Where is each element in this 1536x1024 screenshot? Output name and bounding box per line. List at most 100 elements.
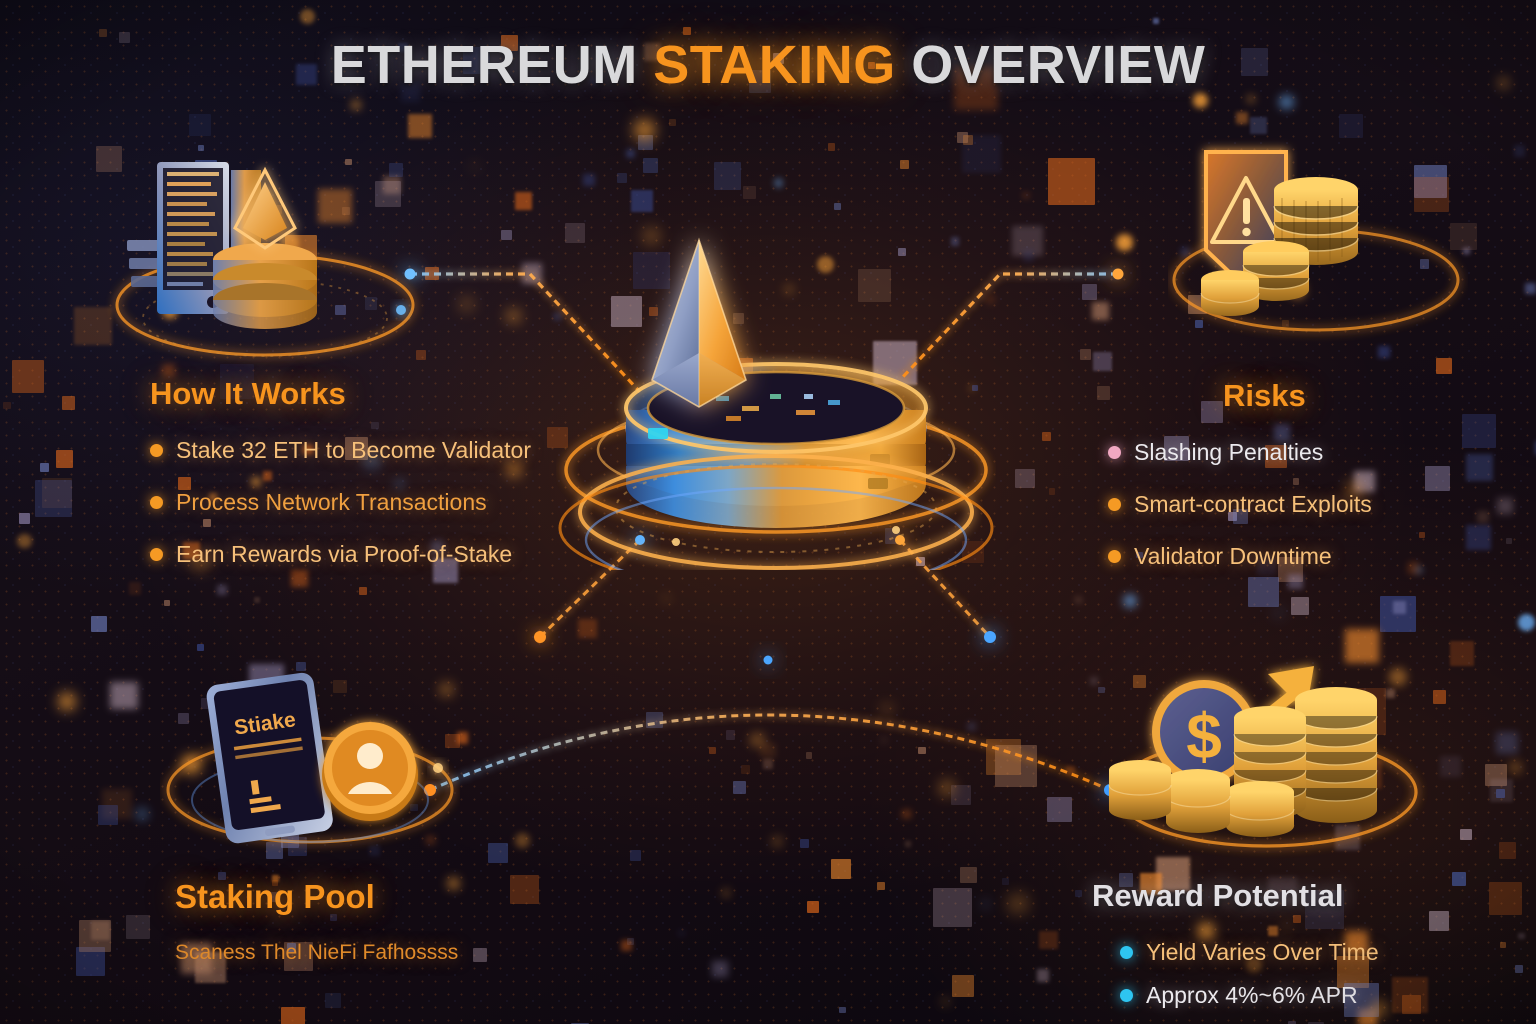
background-square: [839, 1006, 846, 1014]
background-square: [830, 859, 851, 880]
background-square: [325, 992, 341, 1009]
background-square: [408, 114, 433, 139]
background-square: [35, 480, 73, 518]
background-square: [1002, 878, 1009, 885]
bullet-text: Stake 32 ETH to Become Validator: [176, 436, 531, 463]
bullet-text: Slashing Penalties: [1134, 438, 1324, 465]
background-square: [79, 920, 111, 952]
background-square: [950, 784, 972, 806]
background-square: [98, 805, 118, 825]
background-glow-dot: [773, 837, 781, 846]
background-square: [501, 229, 512, 241]
background-glow-dot: [515, 833, 530, 848]
bullet-text: Earn Rewards via Proof-of-Stake: [176, 541, 513, 568]
background-square: [1461, 413, 1497, 449]
background-glow-dot: [1275, 609, 1281, 615]
heading-how-it-works: How It Works: [150, 376, 346, 411]
background-square: [1496, 788, 1506, 798]
center-hub-illustration: [558, 237, 994, 570]
background-square: [1514, 965, 1523, 974]
background-square: [359, 586, 368, 595]
background-square: [1039, 930, 1058, 950]
bullet-text: Yield Varies Over Time: [1146, 938, 1379, 965]
background-square: [61, 395, 76, 410]
bullet-dot-icon: [1120, 945, 1133, 959]
background-square: [1065, 766, 1076, 776]
background-square: [1495, 731, 1518, 754]
bullet-item: Smart-contract Exploits: [1108, 491, 1372, 517]
panel-risks: Risks Slashing Penalties Smart-contract …: [1108, 379, 1372, 570]
background-square: [578, 619, 598, 639]
background-square: [39, 463, 49, 473]
background-square: [646, 711, 663, 728]
background-square: [1428, 910, 1450, 931]
heading-staking-pool: Staking Pool: [175, 878, 375, 915]
background-square: [994, 745, 1037, 788]
background-square: [1497, 498, 1514, 514]
background-square: [733, 781, 746, 794]
background-square: [951, 975, 975, 998]
bullet-dot-icon: [150, 495, 163, 509]
background-square: [1014, 468, 1035, 489]
background-square: [1524, 283, 1536, 295]
background-square: [805, 752, 812, 759]
background-square: [280, 1006, 305, 1024]
bullet-item: Earn Rewards via Proof-of-Stake: [150, 541, 531, 568]
background-square: [1432, 690, 1447, 704]
background-square: [725, 729, 736, 740]
background-glow-dot: [1517, 613, 1535, 631]
background-square: [473, 948, 488, 963]
bullet-item: Stake 32 ETH to Become Validator: [150, 436, 531, 463]
background-square: [800, 838, 810, 848]
background-glow-dot: [1416, 566, 1423, 573]
background-square: [1489, 882, 1523, 916]
bullet-item: Slashing Penalties: [1108, 438, 1372, 465]
background-square: [1022, 191, 1030, 199]
background-square: [521, 263, 543, 284]
background-square: [682, 26, 691, 35]
background-square: [1048, 157, 1096, 205]
background-square: [932, 887, 972, 927]
panel-reward-potential: Reward Potential Yield Varies Over Time …: [1092, 879, 1379, 1008]
background-square: [741, 765, 750, 774]
background-square: [110, 681, 139, 710]
bullet-item: Yield Varies Over Time: [1120, 938, 1379, 965]
background-square: [1022, 250, 1035, 262]
dollar-coin-growth-arrow-icon: $: [1108, 666, 1418, 848]
background-glow-dot: [134, 806, 149, 821]
background-square: [966, 722, 976, 732]
background-square: [1098, 686, 1105, 694]
background-square: [3, 401, 11, 410]
title-part-1: ETHEREUM: [330, 35, 654, 95]
background-square: [1505, 537, 1513, 544]
background-square: [56, 450, 74, 468]
background-square: [509, 874, 539, 904]
background-square: [762, 758, 773, 769]
background-square: [1081, 284, 1098, 300]
title-part-2: OVERVIEW: [895, 35, 1206, 95]
background-square: [630, 850, 641, 861]
background-square: [1248, 577, 1279, 608]
background-square: [1287, 573, 1304, 590]
background-square: [1425, 465, 1450, 491]
bullet-text: Validator Downtime: [1134, 543, 1332, 570]
background-square: [960, 866, 977, 883]
background-square: [488, 842, 508, 863]
warning-shield-coins-icon: [1172, 150, 1460, 332]
background-square: [1401, 995, 1421, 1015]
svg-text:$: $: [1186, 700, 1222, 772]
bullet-item: Approx 4%~6% APR: [1120, 982, 1379, 1008]
background-square: [1449, 641, 1475, 667]
background-square: [807, 900, 819, 913]
background-square: [253, 596, 261, 604]
bullet-dot-icon: [150, 443, 163, 457]
bullet-dot-icon: [1108, 550, 1121, 564]
background-square: [514, 192, 532, 210]
background-glow-dot: [1008, 893, 1028, 914]
background-square: [905, 841, 912, 848]
background-square: [1036, 968, 1050, 982]
background-square: [1075, 596, 1082, 604]
background-square: [1477, 510, 1490, 523]
background-square: [11, 360, 45, 393]
background-square: [164, 599, 171, 607]
